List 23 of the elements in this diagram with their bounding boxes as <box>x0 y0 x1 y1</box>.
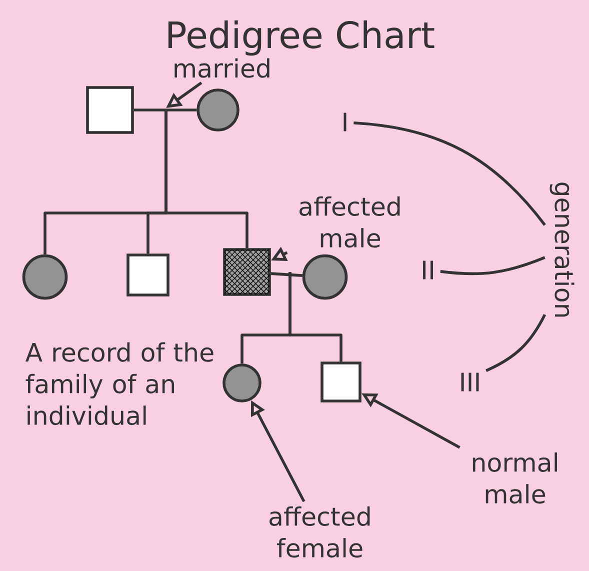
roman-numeral: III <box>461 372 479 392</box>
callout-text: normal male <box>472 452 557 504</box>
pedigree-line <box>164 110 248 248</box>
vertical-label: generation <box>550 182 574 317</box>
male-square <box>126 254 170 296</box>
leader-line <box>486 314 546 372</box>
callout-text: affected female <box>270 506 370 558</box>
male-square <box>320 362 362 402</box>
pedigree-line <box>288 272 342 362</box>
callout-text: affected male <box>300 196 400 248</box>
pedigree-line <box>270 272 302 277</box>
roman-numeral: I <box>344 112 346 132</box>
female-circle <box>22 254 68 300</box>
female-circle <box>302 254 348 300</box>
note-text: A record of the family of an individual <box>25 342 214 426</box>
roman-numeral: II <box>423 260 433 280</box>
leader-line <box>354 121 546 226</box>
male-square <box>86 86 134 134</box>
title: Pedigree Chart <box>168 20 434 56</box>
callout-text: married <box>174 58 270 78</box>
female-circle <box>196 88 240 132</box>
leader-line <box>440 256 546 276</box>
pedigree-line <box>134 108 197 112</box>
